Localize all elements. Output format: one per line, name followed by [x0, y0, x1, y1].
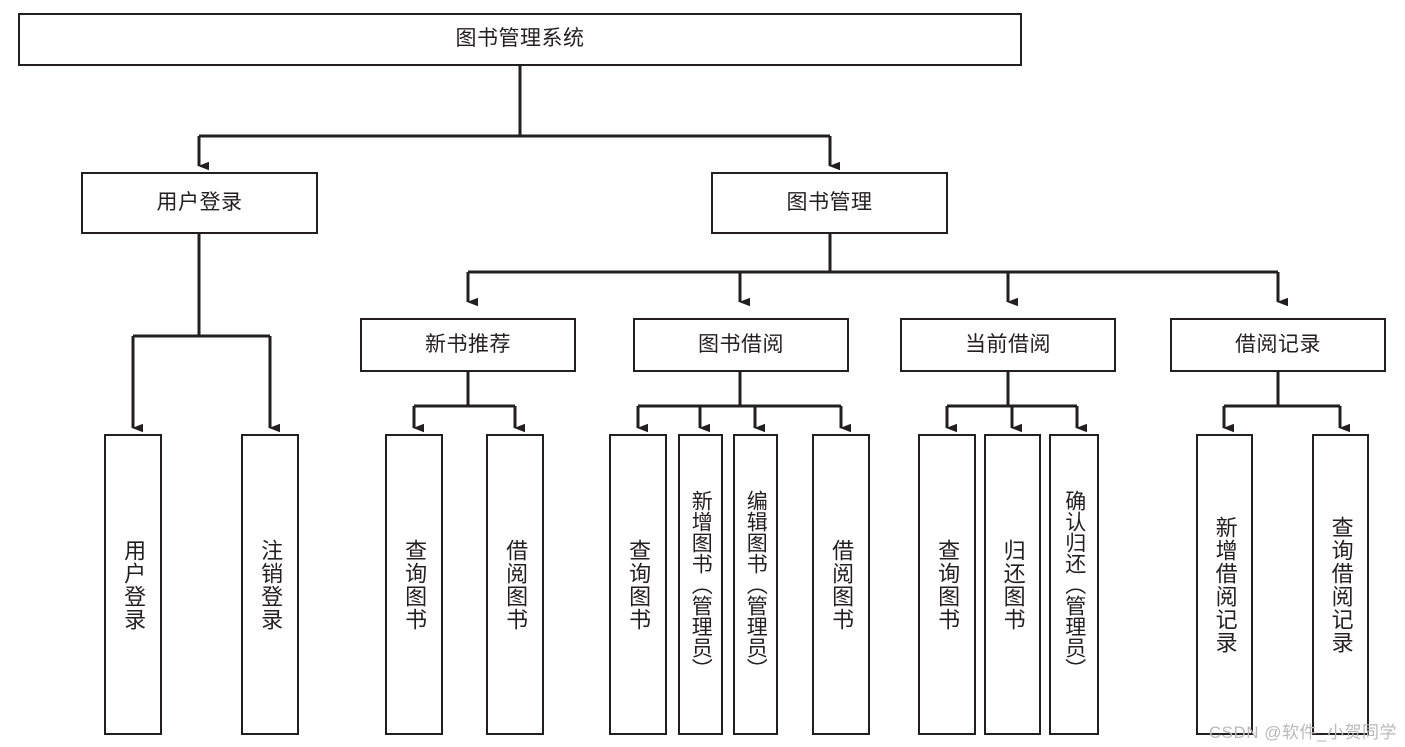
leaf-add-borrow-record-label: 新增借阅记录	[1212, 515, 1238, 654]
node-root-label: 图书管理系统	[455, 27, 585, 51]
node-book-management[interactable]: 图书管理	[711, 172, 948, 234]
node-user-login-label: 用户登录	[156, 190, 243, 214]
edges-new-book-leaves	[412, 372, 525, 433]
leaf-confirm-return-admin-label: 确认归还（管理员）	[1062, 490, 1086, 679]
leaf-query-book-1-label: 查询图书	[402, 538, 428, 631]
leaf-confirm-return-admin[interactable]: 确认归还（管理员）	[1049, 434, 1099, 735]
edges-book-management	[466, 234, 1288, 307]
edges-user-login-leaves	[131, 234, 280, 433]
leaf-query-book-2[interactable]: 查询图书	[609, 434, 667, 735]
node-user-login[interactable]: 用户登录	[81, 172, 318, 234]
leaf-borrow-book-2[interactable]: 借阅图书	[812, 434, 870, 735]
leaf-add-book-admin-label: 新增图书（管理员）	[689, 490, 713, 679]
node-borrow-record[interactable]: 借阅记录	[1170, 318, 1386, 372]
leaf-return-book[interactable]: 归还图书	[984, 434, 1041, 735]
leaf-query-book-1[interactable]: 查询图书	[385, 434, 443, 735]
leaf-edit-book-admin-label: 编辑图书（管理员）	[744, 490, 768, 679]
node-new-book-recommend[interactable]: 新书推荐	[360, 318, 576, 372]
leaf-query-book-2-label: 查询图书	[626, 538, 652, 631]
leaf-query-borrow-record-label: 查询借阅记录	[1328, 515, 1354, 654]
leaf-user-logout[interactable]: 注销登录	[241, 434, 299, 735]
node-book-borrow[interactable]: 图书借阅	[633, 318, 849, 372]
node-book-borrow-label: 图书借阅	[698, 332, 784, 356]
edges-current-borrow-leaves	[945, 372, 1087, 433]
leaf-add-borrow-record[interactable]: 新增借阅记录	[1196, 434, 1253, 735]
leaf-query-borrow-record[interactable]: 查询借阅记录	[1312, 434, 1369, 735]
node-borrow-record-label: 借阅记录	[1235, 332, 1321, 356]
leaf-borrow-book-1-label: 借阅图书	[503, 538, 529, 631]
leaf-user-login-label: 用户登录	[121, 538, 147, 631]
leaf-query-book-3[interactable]: 查询图书	[918, 434, 976, 735]
node-current-borrow[interactable]: 当前借阅	[900, 318, 1116, 372]
leaf-user-login[interactable]: 用户登录	[104, 434, 162, 735]
edges-borrow-record-leaves	[1222, 372, 1350, 433]
leaf-add-book-admin[interactable]: 新增图书（管理员）	[678, 434, 723, 735]
node-current-borrow-label: 当前借阅	[965, 332, 1051, 356]
leaf-query-book-3-label: 查询图书	[935, 538, 961, 631]
leaf-borrow-book-1[interactable]: 借阅图书	[486, 434, 544, 735]
edges-book-borrow-leaves	[636, 372, 851, 433]
leaf-edit-book-admin[interactable]: 编辑图书（管理员）	[733, 434, 778, 735]
leaf-return-book-label: 归还图书	[1000, 538, 1026, 631]
node-new-book-recommend-label: 新书推荐	[425, 332, 511, 356]
leaf-user-logout-label: 注销登录	[258, 538, 284, 631]
watermark-text: CSDN @软件_小贺同学	[1208, 723, 1397, 742]
edges-root	[197, 66, 840, 171]
leaf-borrow-book-2-label: 借阅图书	[829, 538, 855, 631]
node-book-management-label: 图书管理	[786, 190, 873, 214]
node-root[interactable]: 图书管理系统	[18, 13, 1022, 66]
